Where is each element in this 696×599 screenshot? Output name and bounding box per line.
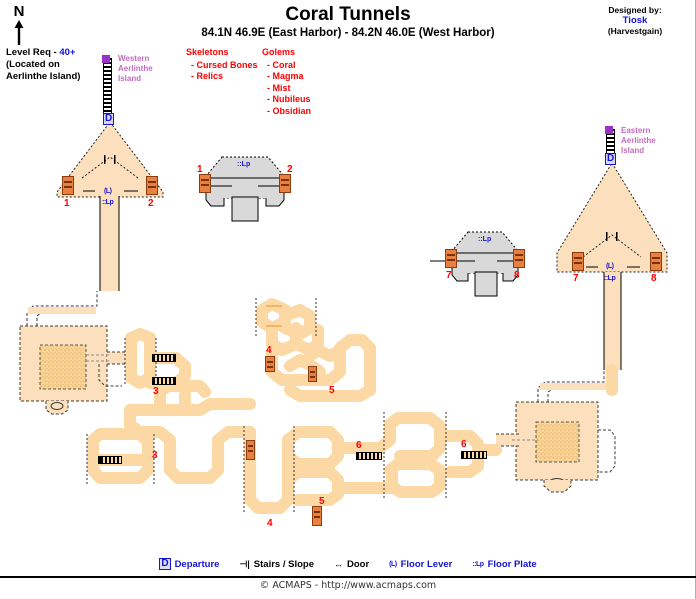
east-harbor-floor-lever-label: (L) — [606, 263, 614, 270]
east-harbor-region — [556, 162, 668, 370]
monster-item: - Coral — [267, 59, 296, 70]
stair-marker-7-room[interactable] — [445, 249, 457, 268]
marker-number: 3 — [152, 450, 158, 461]
monster-item: - Cursed Bones — [191, 59, 258, 70]
east-gray-room: ::Lp — [430, 231, 519, 297]
compass-north-label: N — [13, 3, 25, 20]
stair-marker-5-vertical[interactable] — [308, 366, 317, 382]
marker-number: 4 — [267, 518, 273, 529]
legend-item-floor-plate: ::Lp Floor Plate — [472, 559, 536, 570]
stair-marker-4-bottom[interactable] — [246, 440, 255, 460]
marker-number: 7 — [446, 270, 452, 281]
legend-label: Door — [346, 558, 370, 570]
marker-number: 8 — [514, 270, 520, 281]
stair-marker-2-room[interactable] — [279, 174, 291, 193]
level-req-value: 40+ — [59, 47, 76, 58]
monster-item: - Relics — [191, 71, 224, 81]
west-harbor-floor-plate-label: ::Lp — [102, 199, 114, 206]
stair-marker-5-bottom[interactable] — [312, 506, 322, 526]
monster-item: - Obsidian — [267, 105, 312, 116]
marker-number: 8 — [651, 273, 657, 284]
west-harbor-floor-lever-label: (L) — [104, 188, 112, 195]
floor-plate-icon: ::Lp — [472, 560, 484, 568]
marker-number: 1 — [197, 164, 203, 175]
departure-icon: D — [159, 558, 171, 570]
stair-marker-8-room[interactable] — [513, 249, 525, 268]
legend-label: Floor Plate — [487, 558, 537, 570]
marker-number: 7 — [573, 273, 579, 284]
east-big-room — [496, 370, 616, 493]
stair-marker-2-harbor[interactable] — [146, 176, 158, 195]
svg-text:::Lp: ::Lp — [237, 161, 250, 168]
stair-marker-6-mid[interactable] — [356, 452, 382, 460]
marker-number: 1 — [64, 198, 70, 209]
monster-group-golems: Golems - Coral - Magma - Mist - Nubileus… — [262, 47, 311, 117]
stair-marker-6-east[interactable] — [461, 451, 487, 459]
legend-item-stairs: ⊣| Stairs / Slope — [239, 559, 314, 570]
door-icon: ↔ — [333, 559, 343, 569]
west-harbor-region — [56, 121, 164, 291]
marker-number: 6 — [461, 439, 467, 450]
marker-number: 5 — [329, 385, 335, 396]
stair-marker-3-upper[interactable] — [152, 354, 176, 362]
level-req-line1: Level Req - 40+ — [6, 47, 76, 58]
level-req-line3: Aerlinthe Island) — [6, 71, 81, 82]
credit-label: Designed by: — [608, 5, 662, 15]
floor-lever-icon: (L) — [389, 560, 397, 568]
corridor-knot-upper — [266, 305, 282, 327]
designer-credit: Designed by: Tiosk (Harvestgain) — [580, 5, 690, 37]
marker-number: 4 — [266, 345, 272, 356]
page-subtitle: 84.1N 46.9E (East Harbor) - 84.2N 46.0E … — [201, 27, 495, 39]
legend-item-departure: D Departure — [159, 558, 219, 570]
credit-author: Tiosk — [622, 14, 648, 26]
west-departure-marker[interactable]: D — [103, 113, 115, 125]
legend-label: Departure — [174, 558, 220, 570]
monster-group-title: Golems — [262, 47, 296, 57]
marker-number: 2 — [287, 164, 293, 175]
dungeon-map-graphic: ::Lp ::Lp — [19, 121, 668, 514]
monster-item: - Nubileus — [267, 94, 311, 104]
footer-divider — [0, 576, 696, 578]
west-island-label: Western Aerlinthe Island — [118, 54, 153, 83]
level-req-line2: (Located on — [6, 59, 60, 70]
west-island-ladder — [103, 58, 112, 120]
svg-text:::Lp: ::Lp — [478, 236, 491, 243]
credit-server: (Harvestgain) — [607, 26, 663, 36]
stair-marker-4-vertical[interactable] — [265, 356, 275, 372]
stair-marker-4-mid[interactable] — [100, 456, 122, 464]
compass: N — [8, 4, 38, 48]
stair-marker-1-room[interactable] — [199, 174, 211, 193]
marker-number: 6 — [356, 440, 362, 451]
legend-item-floor-lever: (L) Floor Lever — [389, 559, 452, 570]
footer-credit: © ACMAPS - http://www.acmaps.com — [259, 580, 437, 591]
stair-marker-7-harbor[interactable] — [572, 252, 584, 271]
monster-group-title: Skeletons — [186, 47, 229, 57]
monster-item: - Magma — [267, 71, 304, 81]
stair-marker-3-lower[interactable] — [152, 377, 176, 385]
marker-number: 2 — [148, 198, 154, 209]
monster-item: - Mist — [267, 82, 291, 93]
east-island-label: Eastern Aerlinthe Island — [621, 126, 656, 155]
stair-marker-8-harbor[interactable] — [650, 252, 662, 271]
east-island-ladder — [606, 129, 615, 157]
marker-number: 3 — [153, 386, 159, 397]
east-departure-marker[interactable]: D — [605, 153, 617, 165]
west-big-room — [19, 291, 131, 415]
page-title: Coral Tunnels — [285, 4, 411, 25]
stair-marker-1-harbor[interactable] — [62, 176, 74, 195]
stairs-icon: ⊣| — [239, 558, 250, 569]
north-arrow-icon — [14, 20, 24, 45]
east-harbor-floor-plate-label: ::Lp — [604, 275, 616, 282]
marker-number: 5 — [319, 496, 325, 507]
level-requirement: Level Req - 40+ (Located on Aerlinthe Is… — [6, 47, 80, 83]
legend-item-door: ↔ Door — [334, 559, 369, 570]
east-island-marker-icon — [605, 126, 613, 134]
west-island-marker-icon — [102, 55, 110, 63]
map-legend: D Departure ⊣| Stairs / Slope ↔ Door (L)… — [0, 558, 696, 574]
west-gray-room: ::Lp — [205, 156, 285, 222]
legend-label: Floor Lever — [400, 558, 453, 570]
legend-label: Stairs / Slope — [253, 558, 314, 570]
monster-group-skeletons: Skeletons - Cursed Bones - Relics — [186, 47, 258, 83]
